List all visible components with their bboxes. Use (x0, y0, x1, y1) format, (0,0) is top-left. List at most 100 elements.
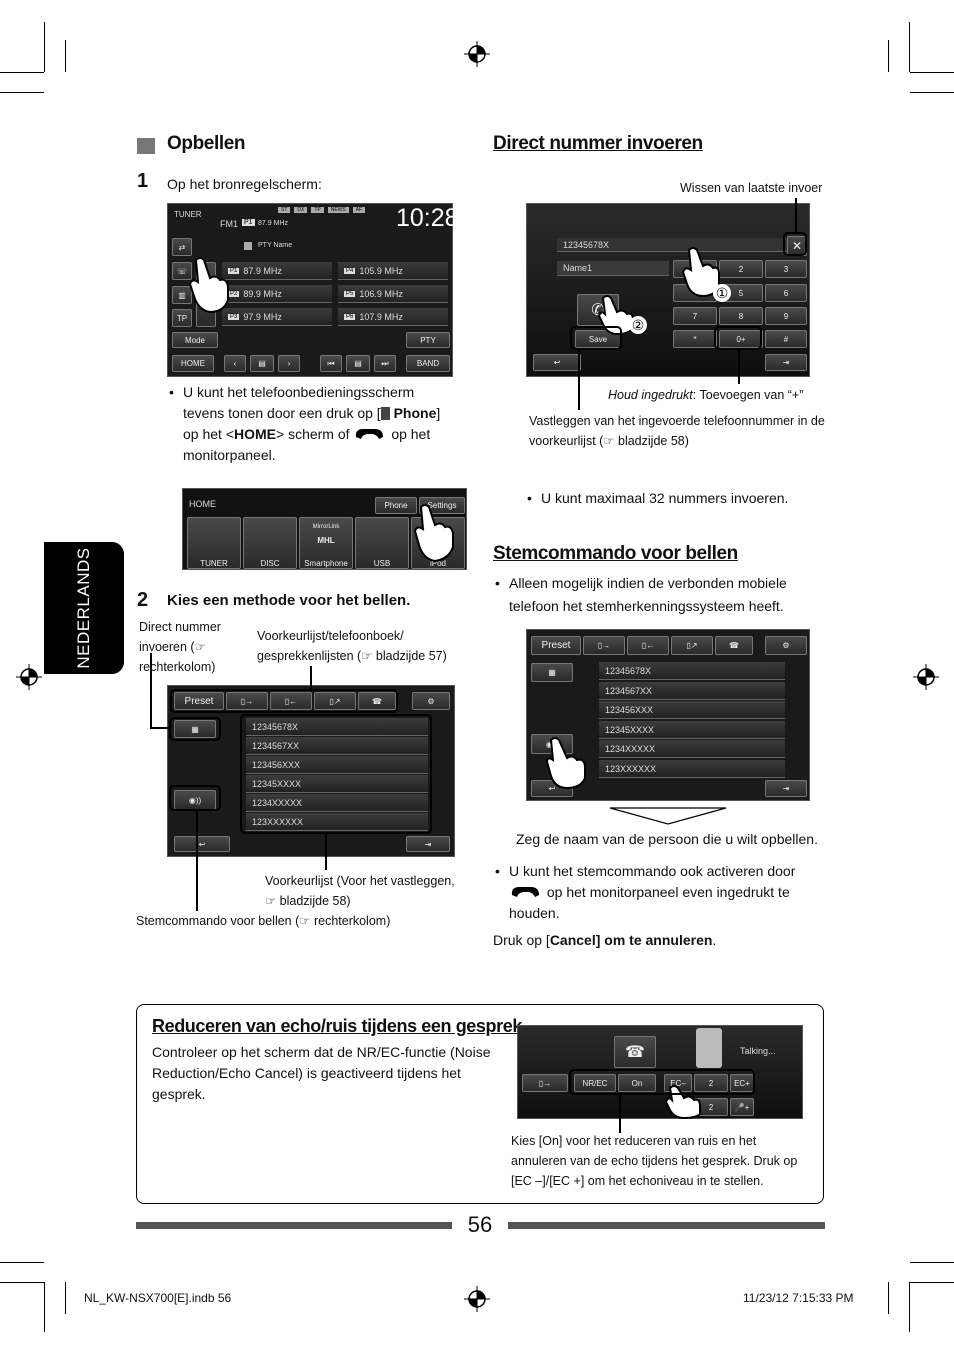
exit-button[interactable]: ⇥ (406, 836, 450, 852)
tuner-preset-badge: P1 (242, 219, 255, 226)
exit-button[interactable]: ⇥ (765, 780, 807, 797)
phonebook-tab[interactable]: ▯→ (583, 636, 625, 655)
prev-button[interactable]: ‹ (224, 355, 246, 372)
language-side-tab: NEDERLANDS (44, 542, 124, 674)
nrec-on-button[interactable]: On (618, 1074, 656, 1092)
pointing-hand-icon (545, 737, 586, 790)
preset-number-row[interactable]: 123XXXXXX (246, 813, 428, 831)
key-0-plus[interactable]: 0+ (719, 330, 763, 348)
tuner-indicators: ST DX TP NEWS AF (278, 207, 366, 213)
back-button[interactable]: ↩ (174, 836, 230, 852)
settings-tab[interactable]: ⚙ (412, 692, 450, 710)
crop-mark (909, 1282, 910, 1332)
indicator-tp: TP (311, 207, 324, 213)
key-3[interactable]: 3 (765, 260, 807, 278)
list-button[interactable]: ▤ (346, 355, 370, 372)
highlight-voice (169, 785, 221, 811)
preset-number-row[interactable]: 12345678X (246, 718, 428, 736)
keypad-button[interactable]: ▦ (174, 720, 216, 738)
preset-number-row[interactable]: 123XXXXXX (599, 760, 785, 778)
key-hash[interactable]: # (765, 330, 807, 348)
callout-line (325, 834, 327, 870)
settings-tab[interactable]: ⚙ (765, 636, 807, 655)
circled-one: ① (713, 284, 731, 302)
equalizer-button[interactable]: ▥ (172, 286, 192, 304)
menu-button[interactable]: ▤ (250, 355, 274, 372)
hangup-icon[interactable]: ☎ (614, 1036, 656, 1068)
key-star[interactable]: * (673, 330, 717, 348)
phone-button[interactable]: Phone (375, 497, 417, 514)
key-2[interactable]: 2 (719, 260, 763, 278)
seek-back-button[interactable]: ⏮ (320, 355, 342, 372)
crop-mark (910, 92, 954, 93)
phone-source-button[interactable]: ☏ (172, 262, 192, 280)
home-usb-tile[interactable]: USB (355, 517, 409, 569)
section-square-icon (137, 138, 155, 154)
echo-box: Reduceren van echo/ruis tijdens een gesp… (136, 1004, 824, 1204)
bullet-stem-panel: U kunt het stemcommando ook activeren do… (495, 861, 819, 924)
label-vastleggen: Vastleggen van het ingevoerde telefoonnu… (529, 414, 825, 448)
missed-tab[interactable]: ▯↗ (314, 692, 356, 710)
label-druk-cancel: Druk op [Cancel] om te annuleren. (493, 932, 717, 948)
volume-value: 2 (694, 1098, 728, 1116)
preset-number-row[interactable]: 1234XXXXX (599, 740, 785, 758)
band-button[interactable]: BAND (406, 355, 450, 372)
key-7[interactable]: 7 (673, 307, 717, 325)
registration-mark-icon (464, 41, 490, 67)
contacts-tab[interactable]: ☎ (715, 636, 753, 655)
mode-button[interactable]: Mode (172, 332, 218, 348)
phonebook-tab[interactable]: ▯→ (226, 692, 268, 710)
preset-number-row[interactable]: 1234567XX (599, 682, 785, 700)
pty-button[interactable]: PTY (406, 332, 450, 348)
label-preset-list: Voorkeurlijst/telefoonboek/ gesprekkenli… (257, 629, 447, 663)
mic-plus-button[interactable]: 🎤+ (730, 1098, 754, 1116)
home-tuner-tile[interactable]: TUNER (187, 517, 241, 569)
echo-kies-label: Kies [On] voor het reduceren van ruis en… (511, 1134, 798, 1188)
missed-tab[interactable]: ▯↗ (671, 636, 713, 655)
phone-image-icon (696, 1028, 722, 1068)
handsfree-button[interactable]: ▯→ (522, 1074, 568, 1092)
circled-two: ② (629, 316, 647, 334)
step2-text: Kies een methode voor het bellen. (167, 592, 411, 609)
seek-forward-button[interactable]: ⏭ (374, 355, 396, 372)
tp-button[interactable]: TP (172, 309, 192, 327)
contacts-tab[interactable]: ☎ (358, 692, 396, 710)
key-8[interactable]: 8 (719, 307, 763, 325)
key-6[interactable]: 6 (765, 284, 807, 302)
crop-mark (888, 40, 889, 72)
incoming-tab[interactable]: ▯← (270, 692, 312, 710)
source-switch-button[interactable]: ⇄ (172, 238, 192, 256)
preset-number-row[interactable]: 12345XXXX (246, 775, 428, 793)
tuner-source-label: TUNER (174, 210, 202, 219)
preset-tab[interactable]: Preset (174, 692, 224, 710)
back-button[interactable]: ↩ (533, 354, 581, 371)
preset-number-row[interactable]: 123456XXX (599, 701, 785, 719)
highlight-zero (714, 326, 762, 350)
home-button[interactable]: HOME (172, 355, 214, 372)
preset-number-row[interactable]: 123456XXX (246, 756, 428, 774)
preset-number-row[interactable]: 12345678X (599, 662, 785, 680)
home-disc-tile[interactable]: DISC (243, 517, 297, 569)
talking-label: Talking... (740, 1046, 776, 1056)
preset-number-row[interactable]: 1234XXXXX (246, 794, 428, 812)
preset-number-row[interactable]: 1234567XX (246, 737, 428, 755)
incoming-tab[interactable]: ▯← (627, 636, 669, 655)
down-triangle-icon (609, 807, 727, 825)
preset-tab[interactable]: Preset (531, 636, 581, 655)
crop-mark (0, 92, 44, 93)
next-button[interactable]: › (278, 355, 300, 372)
highlight-save (570, 326, 622, 350)
preset-number-row[interactable]: 12345XXXX (599, 721, 785, 739)
bullet-stem-only: Alleen mogelijk indien de verbonden mobi… (495, 572, 809, 618)
exit-button[interactable]: ⇥ (765, 354, 807, 371)
key-9[interactable]: 9 (765, 307, 807, 325)
home-smartphone-tile[interactable]: MirrorLink MHL Smartphone (299, 517, 353, 569)
keypad-button[interactable]: ▦ (531, 663, 573, 682)
ec-value: 2 (694, 1074, 728, 1092)
